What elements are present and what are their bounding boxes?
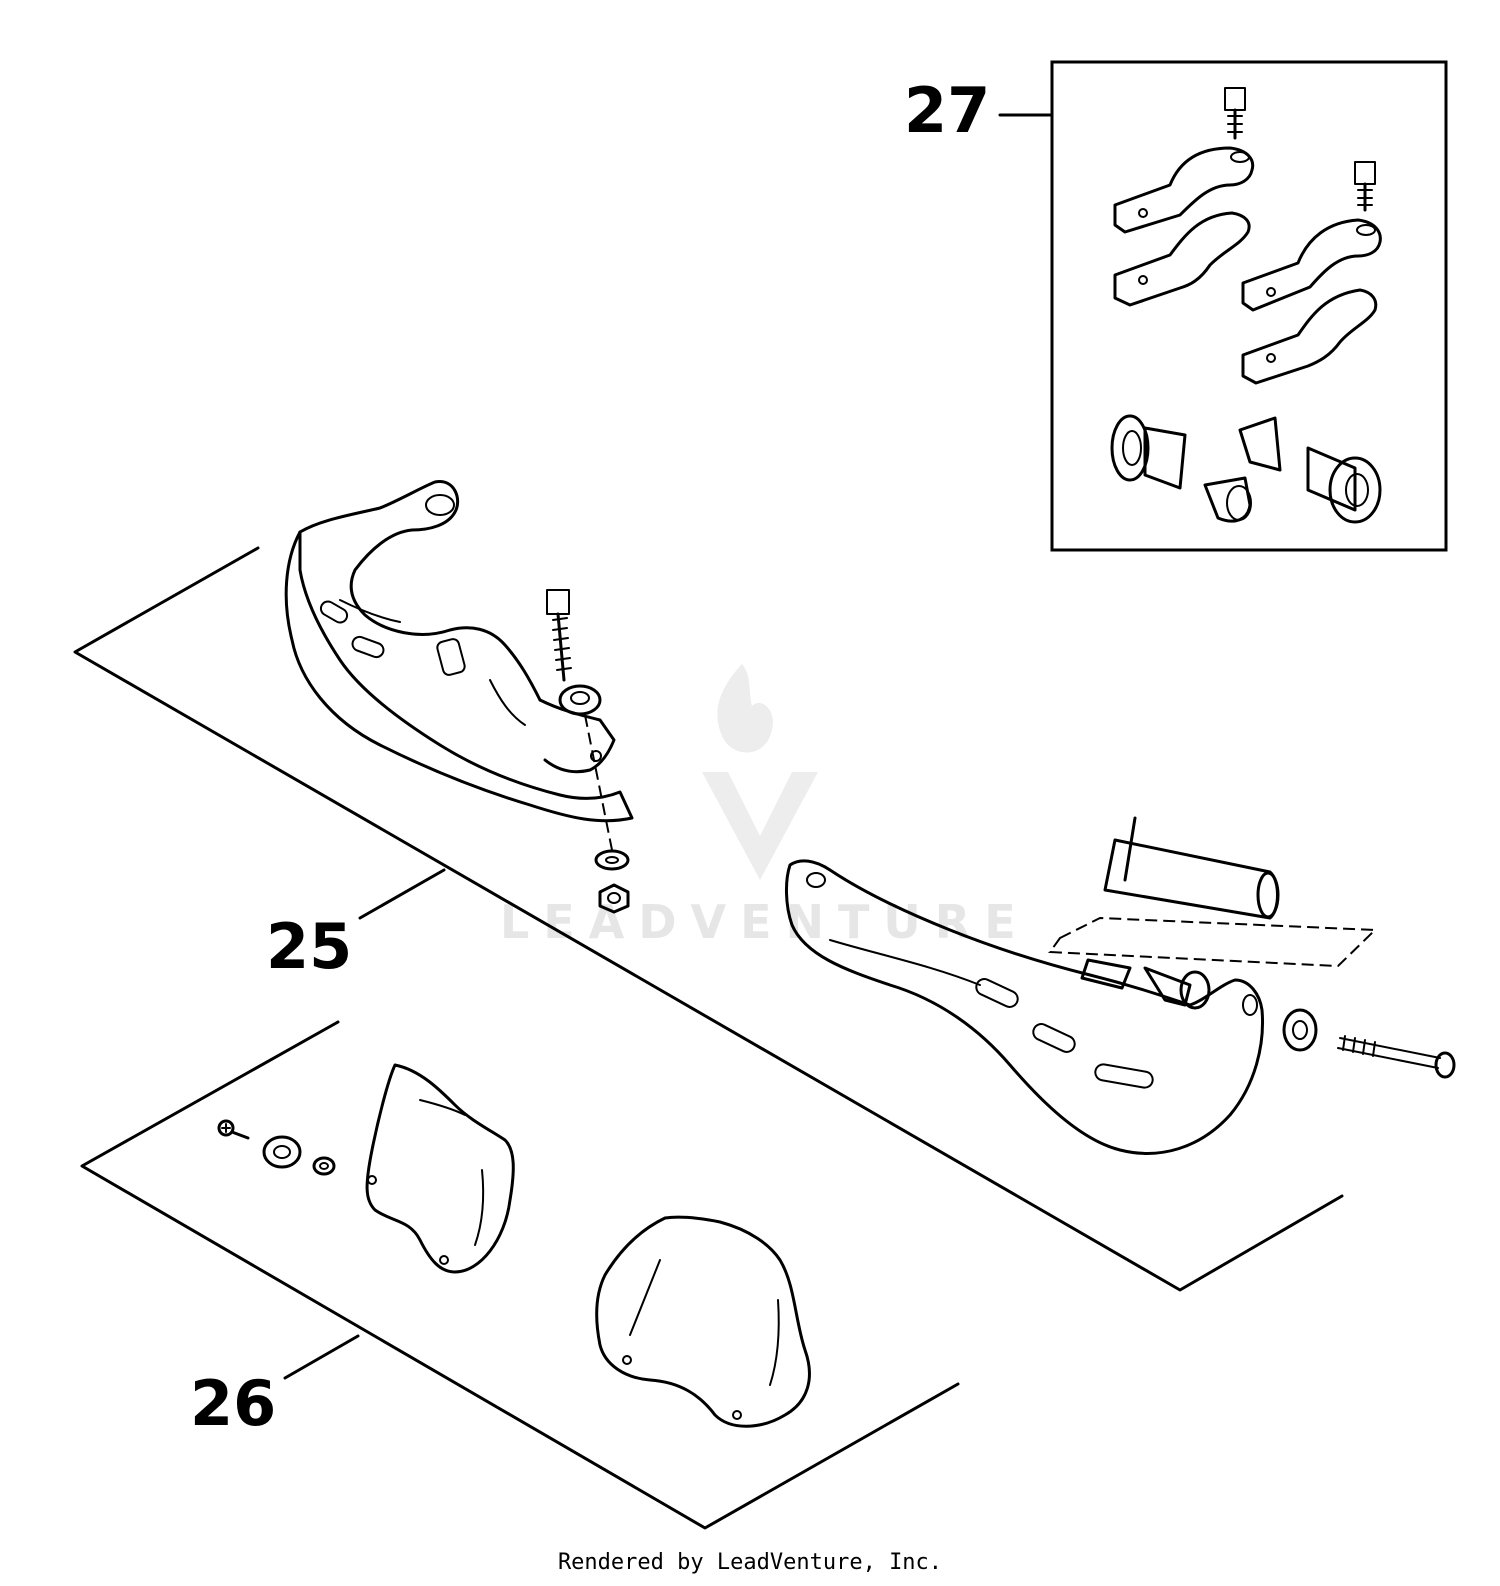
left-spacer	[558, 684, 602, 716]
callout-25: 25	[266, 910, 352, 983]
handlebar-end	[1048, 816, 1378, 968]
bar-end-insert	[1306, 446, 1382, 524]
item-26-spoilers	[80, 1020, 960, 1530]
kit-frame	[1050, 60, 1448, 552]
clamp-upper	[1113, 146, 1255, 234]
footer-credit: Rendered by LeadVenture, Inc.	[557, 1550, 943, 1575]
watermark-text: LEADVENTURE	[500, 895, 1030, 949]
item-27-clamp-kit	[1050, 60, 1448, 552]
bar-end-insert	[1238, 416, 1282, 472]
left-washer	[594, 849, 630, 871]
small-nut	[312, 1156, 336, 1176]
item-25-handguard-set	[73, 480, 1456, 1292]
kit-bolt	[1354, 161, 1376, 212]
kit-bolt	[1224, 87, 1246, 140]
clamp-upper	[1241, 218, 1382, 312]
bar-end-insert	[1110, 414, 1187, 490]
right-mount-bolt	[1337, 1035, 1456, 1079]
clamp-lower	[1241, 288, 1378, 385]
right-spoiler	[595, 1215, 811, 1428]
left-spoiler	[365, 1063, 515, 1274]
right-handguard	[785, 859, 1264, 1155]
plane-outline	[73, 546, 1344, 1292]
spacer-ring	[262, 1135, 302, 1169]
bar-end-insert	[1203, 476, 1252, 523]
left-mount-bolt	[546, 589, 572, 682]
clamp-lower	[1113, 211, 1251, 307]
callout-27: 27	[904, 74, 990, 147]
callout-leader-26	[283, 1334, 360, 1380]
left-handguard	[284, 480, 634, 823]
mounting-screw	[217, 1119, 250, 1140]
right-insert	[1080, 958, 1211, 1010]
right-spacer	[1282, 1008, 1318, 1052]
callout-26: 26	[190, 1367, 276, 1440]
left-nut	[598, 883, 630, 914]
callout-leader-25	[358, 868, 446, 920]
plane-outline	[80, 1020, 960, 1530]
leadventure-watermark: LEADVENTURE	[500, 664, 1030, 949]
